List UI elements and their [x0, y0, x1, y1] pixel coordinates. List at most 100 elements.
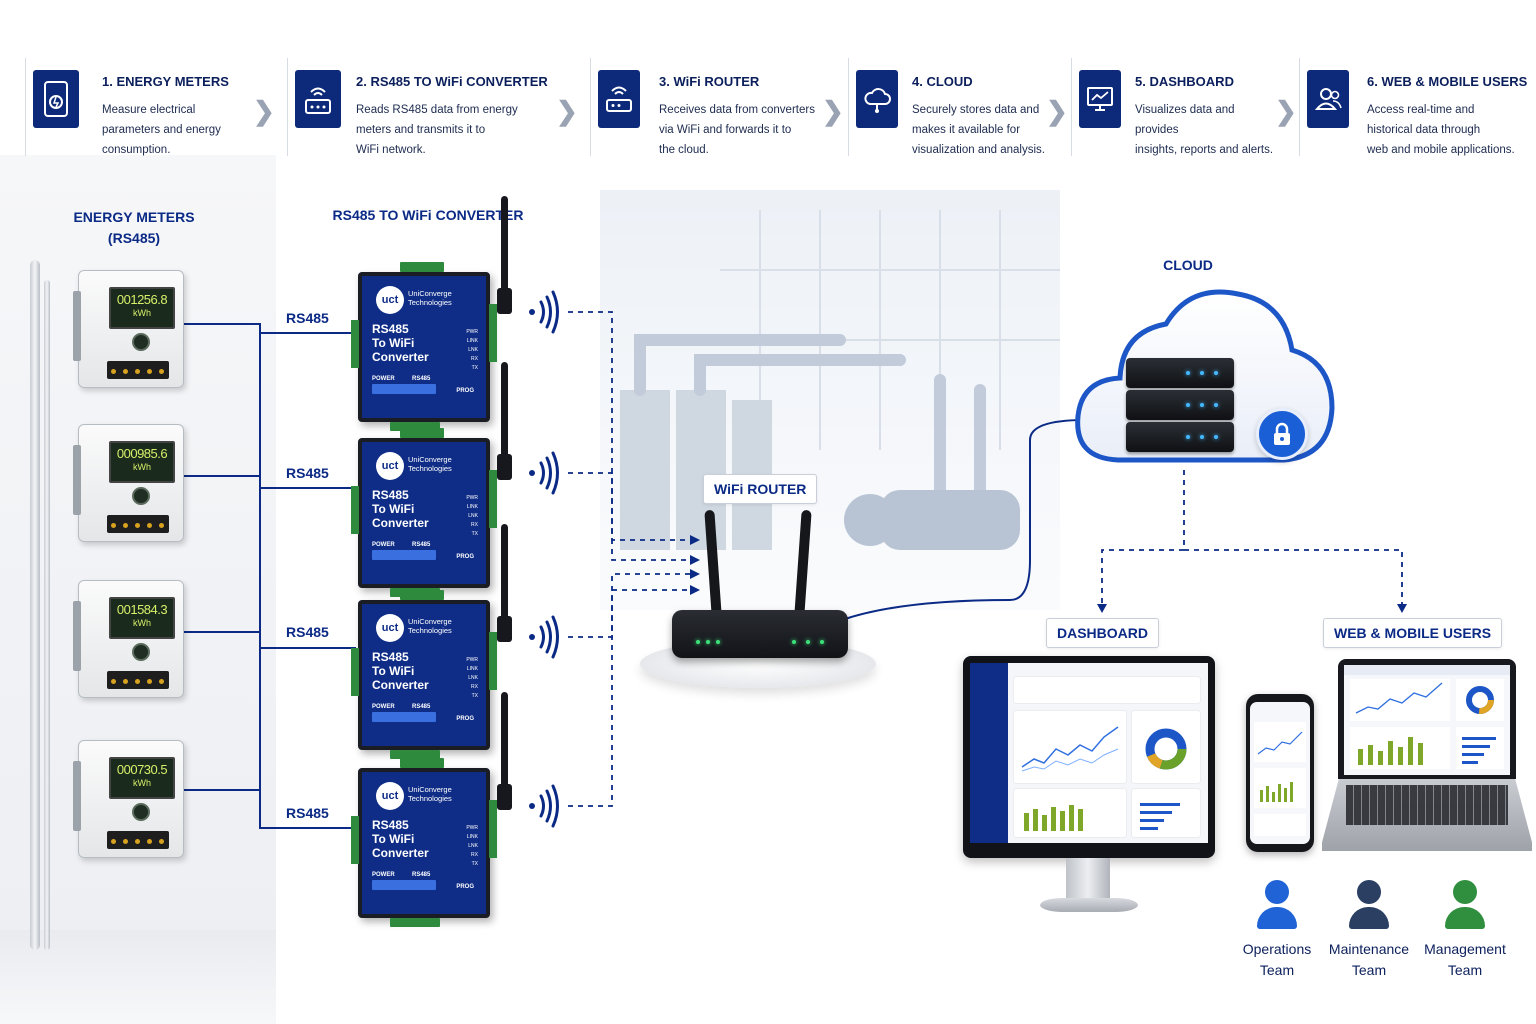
terminal-block [351, 486, 359, 534]
meter-mount [73, 601, 81, 671]
meter-display: 000730.5 kWh [109, 757, 175, 799]
terminal-block [400, 590, 444, 600]
title-line: Converter [372, 350, 429, 364]
rs485-link-label: RS485 [286, 310, 329, 326]
meter-terminals [107, 361, 169, 379]
label-line: Operations [1232, 939, 1322, 960]
user-operations-team: OperationsTeam [1232, 880, 1322, 981]
meter-unit: kWh [111, 618, 173, 628]
rs485-wifi-converter: uct UniConvergeTechnologies RS485To WiFi… [358, 272, 490, 422]
router-led [806, 640, 810, 644]
terminal-block [400, 758, 444, 768]
laptop-keyboard [1346, 785, 1508, 825]
rs485-port-label: RS485 [412, 376, 430, 382]
converter-title: RS485To WiFiConverter [372, 322, 429, 364]
person-icon [1445, 907, 1485, 929]
kpi-cards [1014, 677, 1200, 703]
energy-meter: 000985.6 kWh [78, 424, 184, 542]
meter-button [132, 643, 150, 661]
led-label: TX [466, 692, 478, 701]
rs485-port-label: RS485 [412, 872, 430, 878]
meter-terminals [107, 831, 169, 849]
rs485-link-label: RS485 [286, 465, 329, 481]
terminal-block [489, 470, 497, 528]
status-led-labels: PWRLINKLNKRXTX [466, 494, 478, 539]
label-line: Team [1420, 960, 1510, 981]
led-label: PWR [466, 824, 478, 833]
uct-logo: uct [376, 782, 404, 810]
power-label: POWER [372, 872, 395, 878]
led-label: TX [466, 860, 478, 869]
meter-unit: kWh [111, 778, 173, 788]
label-line: Management [1420, 939, 1510, 960]
prog-label: PROG [456, 388, 474, 394]
uct-logo: uct [376, 452, 404, 480]
led-label: LNK [466, 512, 478, 521]
terminal-block [489, 800, 497, 858]
led-label: LNK [466, 346, 478, 355]
meter-button [132, 487, 150, 505]
person-icon [1357, 880, 1381, 904]
led-label: LINK [466, 503, 478, 512]
title-line: To WiFi [372, 502, 429, 516]
title-line: To WiFi [372, 832, 429, 846]
person-icon [1257, 907, 1297, 929]
router-led [716, 640, 720, 644]
meter-display: 000985.6 kWh [109, 441, 175, 483]
antenna [501, 196, 508, 292]
led-label: RX [466, 355, 478, 364]
port-strip [372, 880, 436, 890]
brand-line: Technologies [408, 794, 452, 803]
monitor-stand [1066, 858, 1110, 900]
antenna-base [497, 784, 512, 810]
bar-chart-card [1014, 789, 1126, 837]
title-line: Converter [372, 846, 429, 860]
router-led [792, 640, 796, 644]
meter-button [132, 803, 150, 821]
led-label: TX [466, 530, 478, 539]
terminal-block [400, 262, 444, 272]
meter-button [132, 333, 150, 351]
top-consumers-card [1132, 789, 1200, 837]
meter-mount [73, 761, 81, 831]
prog-label: PROG [456, 884, 474, 890]
terminal-block [400, 428, 444, 438]
led-label: LNK [466, 674, 478, 683]
rs485-link-label: RS485 [286, 805, 329, 821]
led-label: TX [466, 364, 478, 373]
antenna-base [497, 288, 512, 314]
converter-title: RS485To WiFiConverter [372, 650, 429, 692]
meter-display: 001256.8 kWh [109, 287, 175, 329]
brand-line: UniConverge [408, 289, 452, 298]
brand-line: UniConverge [408, 617, 452, 626]
led-label: LINK [466, 833, 478, 842]
led-label: PWR [466, 656, 478, 665]
meter-reading: 000730.5 [111, 762, 173, 777]
rs485-link-label: RS485 [286, 624, 329, 640]
meter-display: 001584.3 kWh [109, 597, 175, 639]
antenna [501, 362, 508, 458]
led-label: PWR [466, 328, 478, 337]
led-label: PWR [466, 494, 478, 503]
label-line: Maintenance [1324, 939, 1414, 960]
energy-meter: 000730.5 kWh [78, 740, 184, 858]
terminal-block [351, 648, 359, 696]
line-chart-card [1014, 711, 1126, 783]
power-label: POWER [372, 542, 395, 548]
uct-logo: uct [376, 286, 404, 314]
meter-reading: 001584.3 [111, 602, 173, 617]
brand-line: Technologies [408, 626, 452, 635]
meter-reading: 000985.6 [111, 446, 173, 461]
rs485-port-label: RS485 [412, 542, 430, 548]
label-line: Team [1324, 960, 1414, 981]
web-app-screen [1344, 665, 1510, 775]
meter-unit: kWh [111, 462, 173, 472]
power-label: POWER [372, 376, 395, 382]
